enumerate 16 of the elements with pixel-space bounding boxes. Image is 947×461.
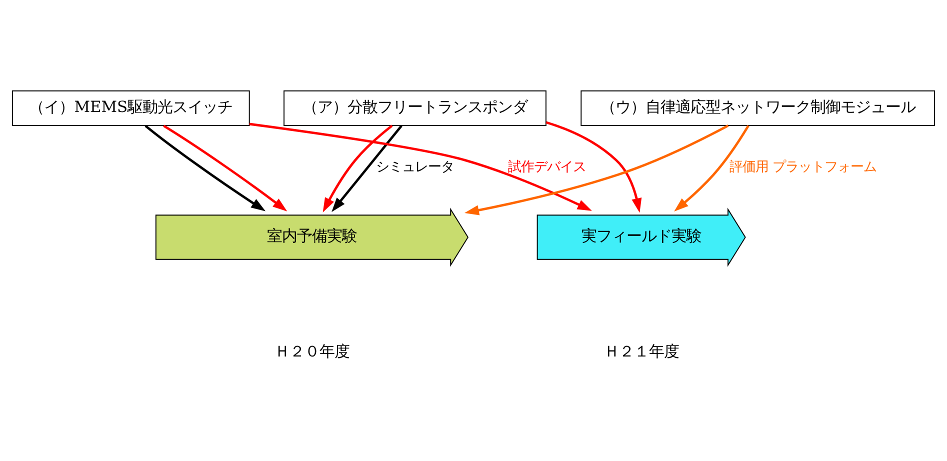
arrow bbox=[144, 124, 266, 212]
label: Ｈ２１年度 bbox=[604, 342, 679, 360]
node-box: （イ）MEMS駆動光スイッチ bbox=[12, 90, 250, 126]
arrow bbox=[674, 125, 750, 212]
arrow bbox=[249, 122, 592, 211]
label: Ｈ２０年度 bbox=[274, 342, 350, 360]
arrow bbox=[332, 125, 402, 212]
arrow bbox=[322, 124, 393, 212]
node-box: （ア）分散フリートランスポンダ bbox=[284, 90, 546, 126]
edge-label: 評価用 プラットフォーム bbox=[729, 158, 877, 175]
edge-label: シミュレータ bbox=[376, 158, 454, 175]
arrow bbox=[546, 121, 642, 213]
node-box: （ウ）自律適応型ネットワーク制御モジュール bbox=[580, 90, 936, 126]
arrow bbox=[464, 124, 729, 216]
arrow bbox=[163, 124, 288, 212]
edge-label: 試作デバイス bbox=[508, 158, 586, 175]
